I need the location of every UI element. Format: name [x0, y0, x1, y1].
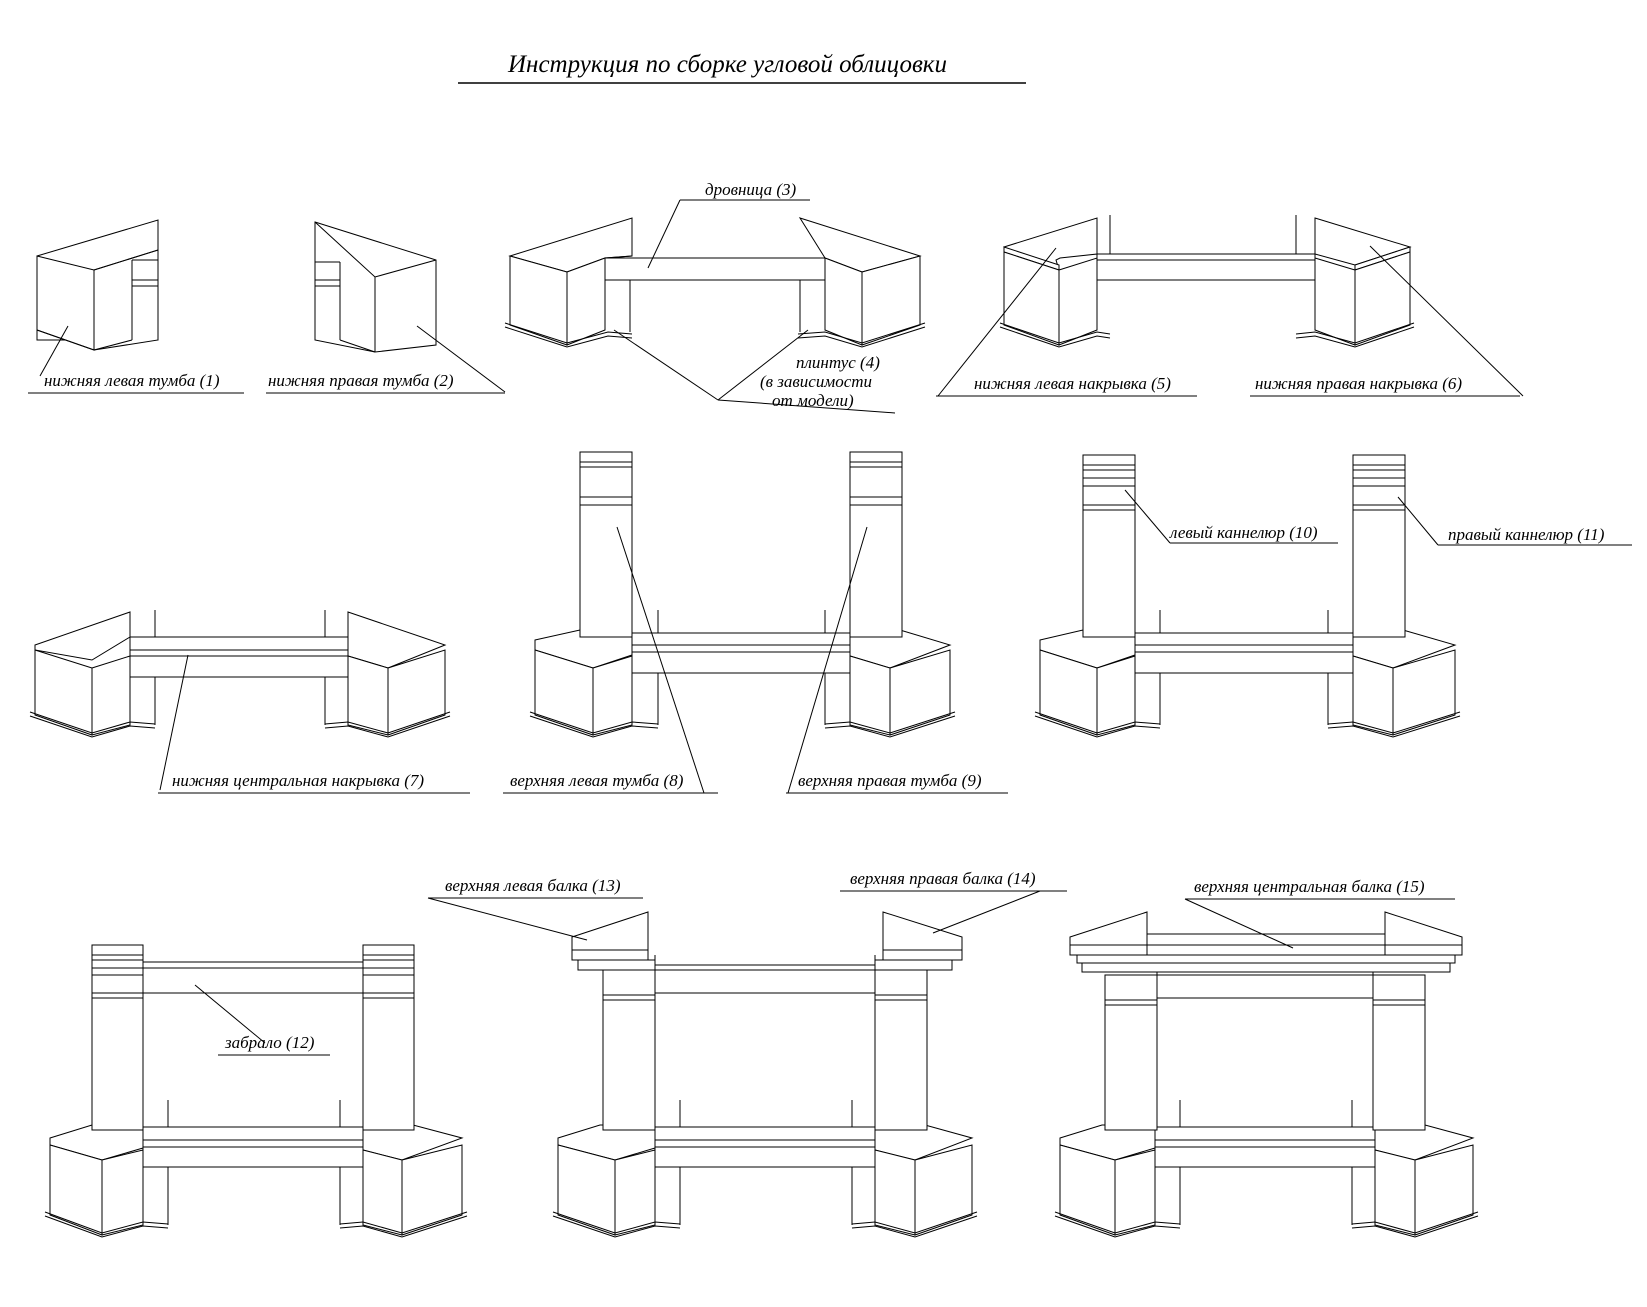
assembly-step-2: [504, 199, 926, 414]
label-part-15: верхняя центральная балка (15): [1194, 877, 1425, 896]
label-part-6: нижняя правая накрывка (6): [1255, 374, 1462, 393]
assembly-step-3: [937, 215, 1524, 397]
part-lower-right-pedestal: [314, 221, 506, 393]
label-part-3: дровница (3): [705, 180, 797, 199]
label-part-13: верхняя левая балка (13): [445, 876, 621, 895]
sheet-title: Инструкция по сборке угловой облицовки: [507, 51, 947, 78]
label-part-7: нижняя центральная накрывка (7): [172, 771, 424, 790]
label-part-4-line2: (в зависимости: [760, 372, 872, 391]
label-part-9: верхняя правая тумба (9): [798, 771, 982, 790]
part-lower-left-pedestal: [36, 219, 159, 377]
label-part-5: нижняя левая накрывка (5): [974, 374, 1171, 393]
label-part-12: забрало (12): [224, 1033, 315, 1052]
assembly-step-5: [529, 451, 956, 794]
label-part-2: нижняя правая тумба (2): [268, 371, 454, 390]
label-part-4-line3: от модели): [772, 391, 854, 410]
assembly-step-7: [44, 944, 468, 1238]
assembly-step-9: [1054, 898, 1479, 1238]
label-part-4-line1: плинтус (4): [796, 353, 880, 372]
label-part-10: левый каннелюр (10): [1169, 523, 1318, 542]
assembly-step-4: [29, 610, 451, 791]
assembly-step-6: [1034, 454, 1632, 738]
label-part-8: верхняя левая тумба (8): [510, 771, 684, 790]
label-part-1: нижняя левая тумба (1): [44, 371, 220, 390]
assembly-step-8: [427, 890, 1041, 1238]
label-part-14: верхняя правая балка (14): [850, 869, 1036, 888]
label-part-11: правый каннелюр (11): [1448, 525, 1605, 544]
